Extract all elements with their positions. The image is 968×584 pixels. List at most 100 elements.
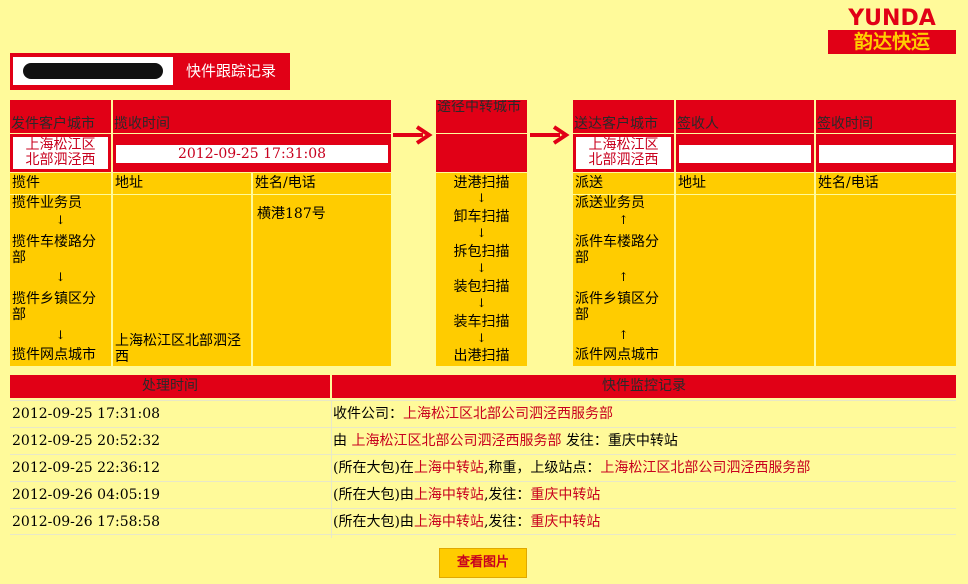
log-link[interactable]: 上海中转站 bbox=[413, 514, 484, 530]
log-col-time: 处理时间 bbox=[10, 375, 330, 398]
arrow-down-icon: ↓ bbox=[476, 331, 487, 345]
pickup-time-value: 2012-09-25 17:31:08 bbox=[116, 145, 388, 163]
log-row: 2012-09-25 17:31:08 收件公司：上海松江区北部公司泗泾西服务部 bbox=[10, 400, 956, 427]
receiver-value bbox=[679, 145, 811, 163]
log-record: (所在大包)在上海中转站,称重，上级站点：上海松江区北部公司泗泾西服务部 bbox=[333, 455, 810, 482]
arrow-down-icon: ↓ bbox=[55, 213, 66, 227]
origin-col-pickup: 揽件 bbox=[10, 173, 111, 194]
pickup-time-header: 揽收时间 bbox=[113, 100, 391, 133]
transit-step-2: 卸车扫描 bbox=[453, 209, 510, 225]
sign-time-value bbox=[819, 145, 953, 163]
log-col-record: 快件监控记录 bbox=[332, 375, 956, 398]
log-row: 2012-09-25 22:36:12 (所在大包)在上海中转站,称重，上级站点… bbox=[10, 454, 956, 481]
log-text: ,发往： bbox=[483, 487, 531, 503]
log-time: 2012-09-25 20:52:32 bbox=[12, 433, 161, 449]
arrow-up-icon: ↑ bbox=[618, 328, 629, 342]
dest-col-address: 地址 bbox=[676, 173, 814, 194]
log-row: 2012-09-26 04:05:19 (所在大包)由上海中转站,发往：重庆中转… bbox=[10, 481, 956, 508]
log-row: 2012-09-26 17:58:58 (所在大包)由上海中转站,发往：重庆中转… bbox=[10, 508, 956, 535]
log-text: (所在大包)在 bbox=[333, 460, 414, 476]
transit-step-1: 进港扫描 bbox=[453, 175, 510, 191]
log-time: 2012-09-25 17:31:08 bbox=[12, 406, 161, 422]
arrow-down-icon: ↓ bbox=[55, 328, 66, 342]
transit-step-4: 装包扫描 bbox=[453, 279, 510, 295]
log-text: ,发往： bbox=[483, 514, 531, 530]
origin-name-value: 横港187号 bbox=[257, 206, 326, 222]
arrow-up-icon: ↑ bbox=[618, 213, 629, 227]
origin-col-name-phone: 姓名/电话 bbox=[253, 173, 391, 194]
log-link[interactable]: 上海松江区北部公司泗泾西服务部 bbox=[403, 406, 613, 422]
origin-step-1: 揽件业务员 bbox=[12, 195, 82, 211]
transit-steps-cell: 进港扫描 ↓ 卸车扫描 ↓ 拆包扫描 ↓ 装包扫描 ↓ 装车扫描 ↓ 出港扫描 bbox=[436, 173, 527, 366]
arrow-down-icon: ↓ bbox=[476, 261, 487, 275]
dest-steps-cell: 派送业务员 ↑ 派件车楼路分部 ↑ 派件乡镇区分部 ↑ 派件网点城市 bbox=[573, 195, 674, 366]
log-text: (所在大包)由 bbox=[333, 487, 414, 503]
transit-step-3: 拆包扫描 bbox=[453, 244, 510, 260]
log-text: ,称重，上级站点： bbox=[483, 460, 601, 476]
dest-step-1: 派送业务员 bbox=[575, 195, 645, 211]
log-divider bbox=[331, 400, 332, 538]
origin-address-value: 上海松江区北部泗泾西 bbox=[115, 333, 241, 365]
dest-city-line1: 上海松江区 bbox=[588, 137, 659, 153]
log-record: (所在大包)由上海中转站,发往：重庆中转站 bbox=[333, 509, 600, 536]
log-link[interactable]: 上海松江区北部公司泗泾西服务部 bbox=[600, 460, 811, 476]
receiver-cell bbox=[676, 134, 814, 172]
arrow-right-icon bbox=[393, 125, 433, 145]
log-link[interactable]: 重庆中转站 bbox=[530, 487, 601, 503]
log-table-body: 2012-09-25 17:31:08 收件公司：上海松江区北部公司泗泾西服务部… bbox=[10, 400, 956, 538]
yunda-logo: YUNDA 韵达快运 bbox=[828, 8, 956, 54]
log-row: 2012-09-25 20:52:32 由 上海松江区北部公司泗泾西服务部 发往… bbox=[10, 427, 956, 454]
log-text: 发往：重庆中转站 bbox=[561, 433, 678, 449]
origin-steps-cell: 揽件业务员 ↓ 揽件车楼路分部 ↓ 揽件乡镇区分部 ↓ 揽件网点城市 bbox=[10, 195, 111, 366]
origin-address-cell: 上海松江区北部泗泾西 bbox=[113, 195, 251, 366]
transit-step-6: 出港扫描 bbox=[453, 348, 510, 364]
arrow-down-icon: ↓ bbox=[476, 191, 487, 205]
log-link[interactable]: 上海中转站 bbox=[413, 487, 484, 503]
sign-time-cell bbox=[816, 134, 956, 172]
arrow-up-icon: ↑ bbox=[618, 270, 629, 284]
log-link[interactable]: 上海中转站 bbox=[413, 460, 484, 476]
log-record: 收件公司：上海松江区北部公司泗泾西服务部 bbox=[333, 401, 613, 428]
origin-city-value: 上海松江区 北部泗泾西 bbox=[13, 137, 108, 169]
dest-city-cell: 上海松江区 北部泗泾西 bbox=[573, 134, 674, 172]
transit-city-cell bbox=[436, 134, 527, 172]
dest-step-2: 派件车楼路分部 bbox=[575, 234, 659, 266]
dest-city-value: 上海松江区 北部泗泾西 bbox=[576, 137, 671, 169]
arrow-down-icon: ↓ bbox=[476, 226, 487, 240]
log-link[interactable]: 重庆中转站 bbox=[530, 514, 601, 530]
dest-city-header: 送达客户城市 bbox=[573, 100, 674, 133]
arrow-right-icon bbox=[530, 125, 570, 145]
view-image-button[interactable]: 查看图片 bbox=[439, 548, 527, 578]
sign-time-header: 签收时间 bbox=[816, 100, 956, 133]
log-link[interactable]: 上海松江区北部公司泗泾西服务部 bbox=[351, 433, 562, 449]
origin-city-cell: 上海松江区 北部泗泾西 bbox=[10, 134, 111, 172]
log-text: 收件公司： bbox=[333, 406, 403, 422]
dest-col-name-phone: 姓名/电话 bbox=[816, 173, 956, 194]
origin-city-header: 发件客户城市 bbox=[10, 100, 111, 133]
logo-subtext: 韵达快运 bbox=[828, 30, 956, 54]
origin-step-4: 揽件网点城市 bbox=[12, 347, 96, 363]
log-time: 2012-09-26 04:05:19 bbox=[12, 487, 161, 503]
transit-step-5: 装车扫描 bbox=[453, 314, 510, 330]
receiver-header: 签收人 bbox=[676, 100, 814, 133]
origin-city-line1: 上海松江区 bbox=[25, 137, 96, 153]
tracking-number-box bbox=[13, 57, 173, 85]
log-record: (所在大包)由上海中转站,发往：重庆中转站 bbox=[333, 482, 600, 509]
logo-text: YUNDA bbox=[848, 6, 936, 31]
arrow-down-icon: ↓ bbox=[55, 270, 66, 284]
origin-city-line2: 北部泗泾西 bbox=[25, 152, 96, 168]
dest-address-cell bbox=[676, 195, 814, 366]
title-bar: 快件跟踪记录 bbox=[10, 53, 290, 90]
dest-name-cell bbox=[816, 195, 956, 366]
origin-name-cell: 横港187号 bbox=[253, 195, 391, 366]
log-time: 2012-09-26 17:58:58 bbox=[12, 514, 161, 530]
log-time: 2012-09-25 22:36:12 bbox=[12, 460, 161, 476]
dest-city-line2: 北部泗泾西 bbox=[588, 152, 659, 168]
pickup-time-cell: 2012-09-25 17:31:08 bbox=[113, 134, 391, 172]
log-record: 由 上海松江区北部公司泗泾西服务部 发往：重庆中转站 bbox=[333, 428, 678, 455]
log-text: 由 bbox=[333, 433, 352, 449]
transit-city-header: 途径中转城市 bbox=[436, 100, 527, 133]
redacted-mark bbox=[23, 63, 163, 79]
dest-col-deliver: 派送 bbox=[573, 173, 674, 194]
